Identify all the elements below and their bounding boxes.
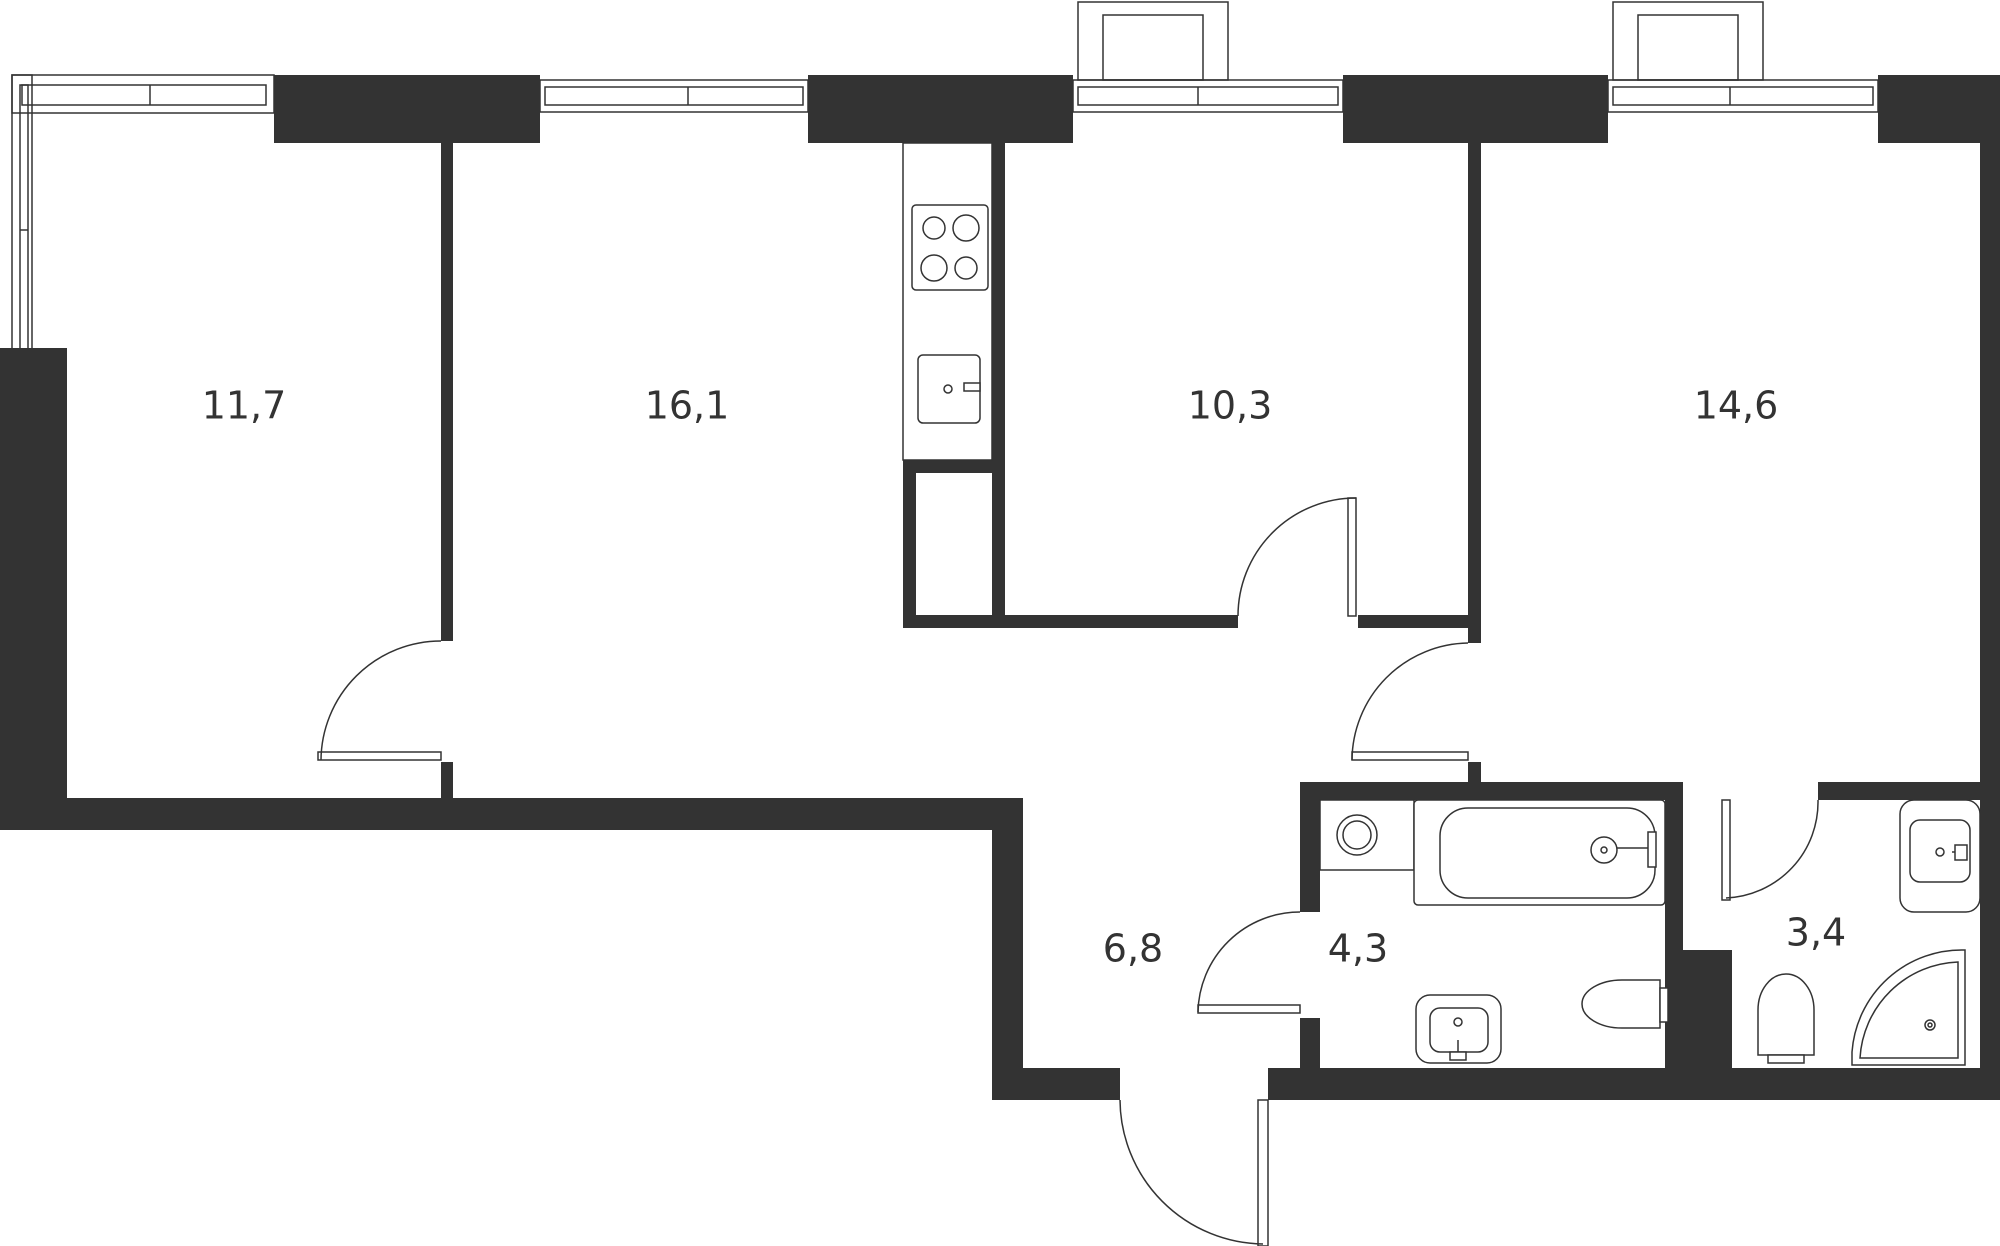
bathroom-fixtures [1319, 799, 1669, 1064]
room-area-label: 16,1 [645, 384, 730, 428]
washing-machine-icon [1319, 799, 1415, 871]
room-labels: 11,7 16,1 10,3 14,6 6,8 4,3 3,4 [202, 384, 1847, 971]
walls [0, 75, 2000, 1100]
room-area-label: 3,4 [1786, 911, 1846, 955]
room-area-label: 4,3 [1328, 927, 1388, 971]
doors [317, 497, 1819, 1246]
room-area-label: 6,8 [1103, 927, 1163, 971]
room-area-label: 10,3 [1188, 384, 1273, 428]
shower-icon [1851, 949, 1966, 1066]
wc-fixtures [1757, 799, 1981, 1066]
room-area-label: 11,7 [202, 384, 287, 428]
toilet-icon [1581, 979, 1661, 1029]
windows [11, 1, 1879, 351]
room-area-label: 14,6 [1694, 384, 1779, 428]
stove-icon [911, 204, 989, 291]
bathroom-sink-icon [1415, 994, 1502, 1064]
wc-toilet-icon [1757, 973, 1815, 1056]
kitchen-fixtures [902, 142, 993, 461]
